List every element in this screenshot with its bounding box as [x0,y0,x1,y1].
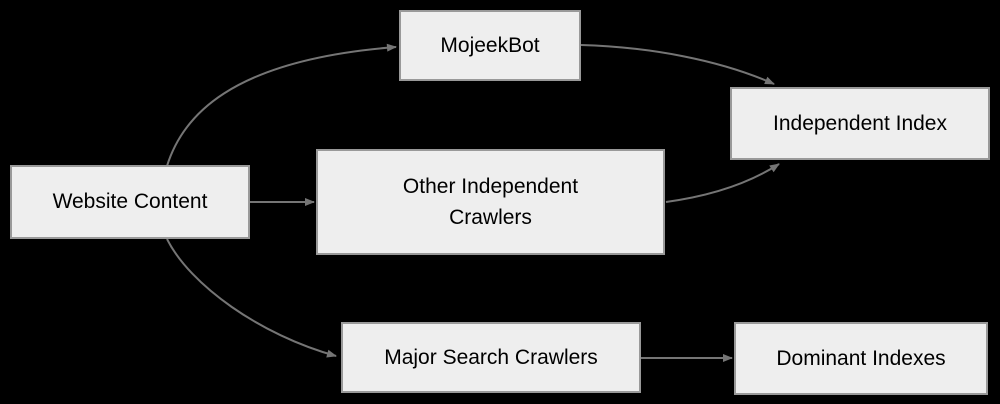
node-mojeekbot: MojeekBot [399,10,581,81]
node-website-content-label: Website Content [52,190,208,214]
node-dominant-indexes-label: Dominant Indexes [776,346,946,370]
edge-other-independent-crawlers-to-independent-index [665,163,780,203]
node-mojeekbot-label: MojeekBot [440,33,540,57]
node-major-search-crawlers: Major Search Crawlers [341,322,641,393]
node-independent-index: Independent Index [730,87,990,160]
node-major-search-crawlers-label: Major Search Crawlers [384,345,598,369]
node-other-independent-crawlers-label: Other Independent Crawlers [402,174,579,230]
node-independent-index-label: Independent Index [773,111,947,135]
edge-mojeekbot-to-independent-index [580,44,775,85]
edge-website-content-to-major-search-crawlers [166,238,337,358]
node-dominant-indexes: Dominant Indexes [734,322,988,395]
node-website-content: Website Content [10,165,250,239]
edge-website-content-to-mojeekbot [166,43,397,167]
node-other-independent-crawlers: Other Independent Crawlers [316,149,665,255]
